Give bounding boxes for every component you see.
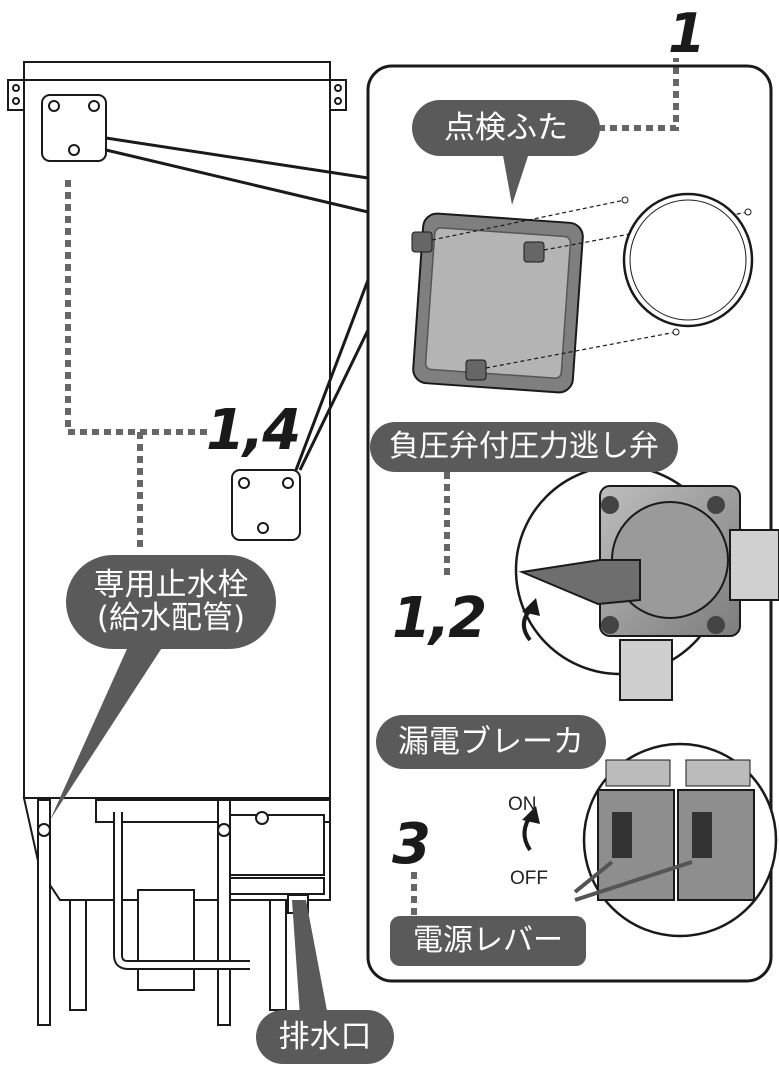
inspection-lid-exploded xyxy=(411,192,754,394)
label-breaker: 漏電ブレーカ xyxy=(376,715,606,769)
tank-unit xyxy=(7,61,347,799)
dotted-leaders xyxy=(65,58,679,915)
label-inspection-lid: 点検ふた xyxy=(412,100,600,156)
callout-pointers xyxy=(50,150,530,1016)
relief-valve-detail xyxy=(514,464,779,701)
tank-inspection-plate-middle xyxy=(231,469,301,541)
label-drain: 排水口 xyxy=(256,1010,394,1064)
label-power-lever: 電源レバー xyxy=(390,916,586,966)
step-number-tank-points: 1,4 xyxy=(206,398,301,463)
bottom-piping xyxy=(22,797,331,1026)
step-number-valve: 1,2 xyxy=(392,586,487,651)
switch-off-label: OFF xyxy=(510,868,548,889)
step-number-breaker: 3 xyxy=(392,812,431,877)
label-stop-valve-line1: 専用止水栓 xyxy=(93,567,249,604)
tank-inspection-plate-top xyxy=(41,94,107,162)
label-stop-valve: 専用止水栓 (給水配管) xyxy=(66,555,276,649)
label-stop-valve-line2: (給水配管) xyxy=(96,600,246,636)
label-relief-valve: 負圧弁付圧力逃し弁 xyxy=(370,422,678,472)
detail-panel xyxy=(366,64,773,983)
zoom-lines xyxy=(105,136,370,471)
switch-on-label: ON xyxy=(508,794,537,815)
breaker-detail xyxy=(522,742,778,938)
step-number-lid: 1 xyxy=(668,2,706,65)
